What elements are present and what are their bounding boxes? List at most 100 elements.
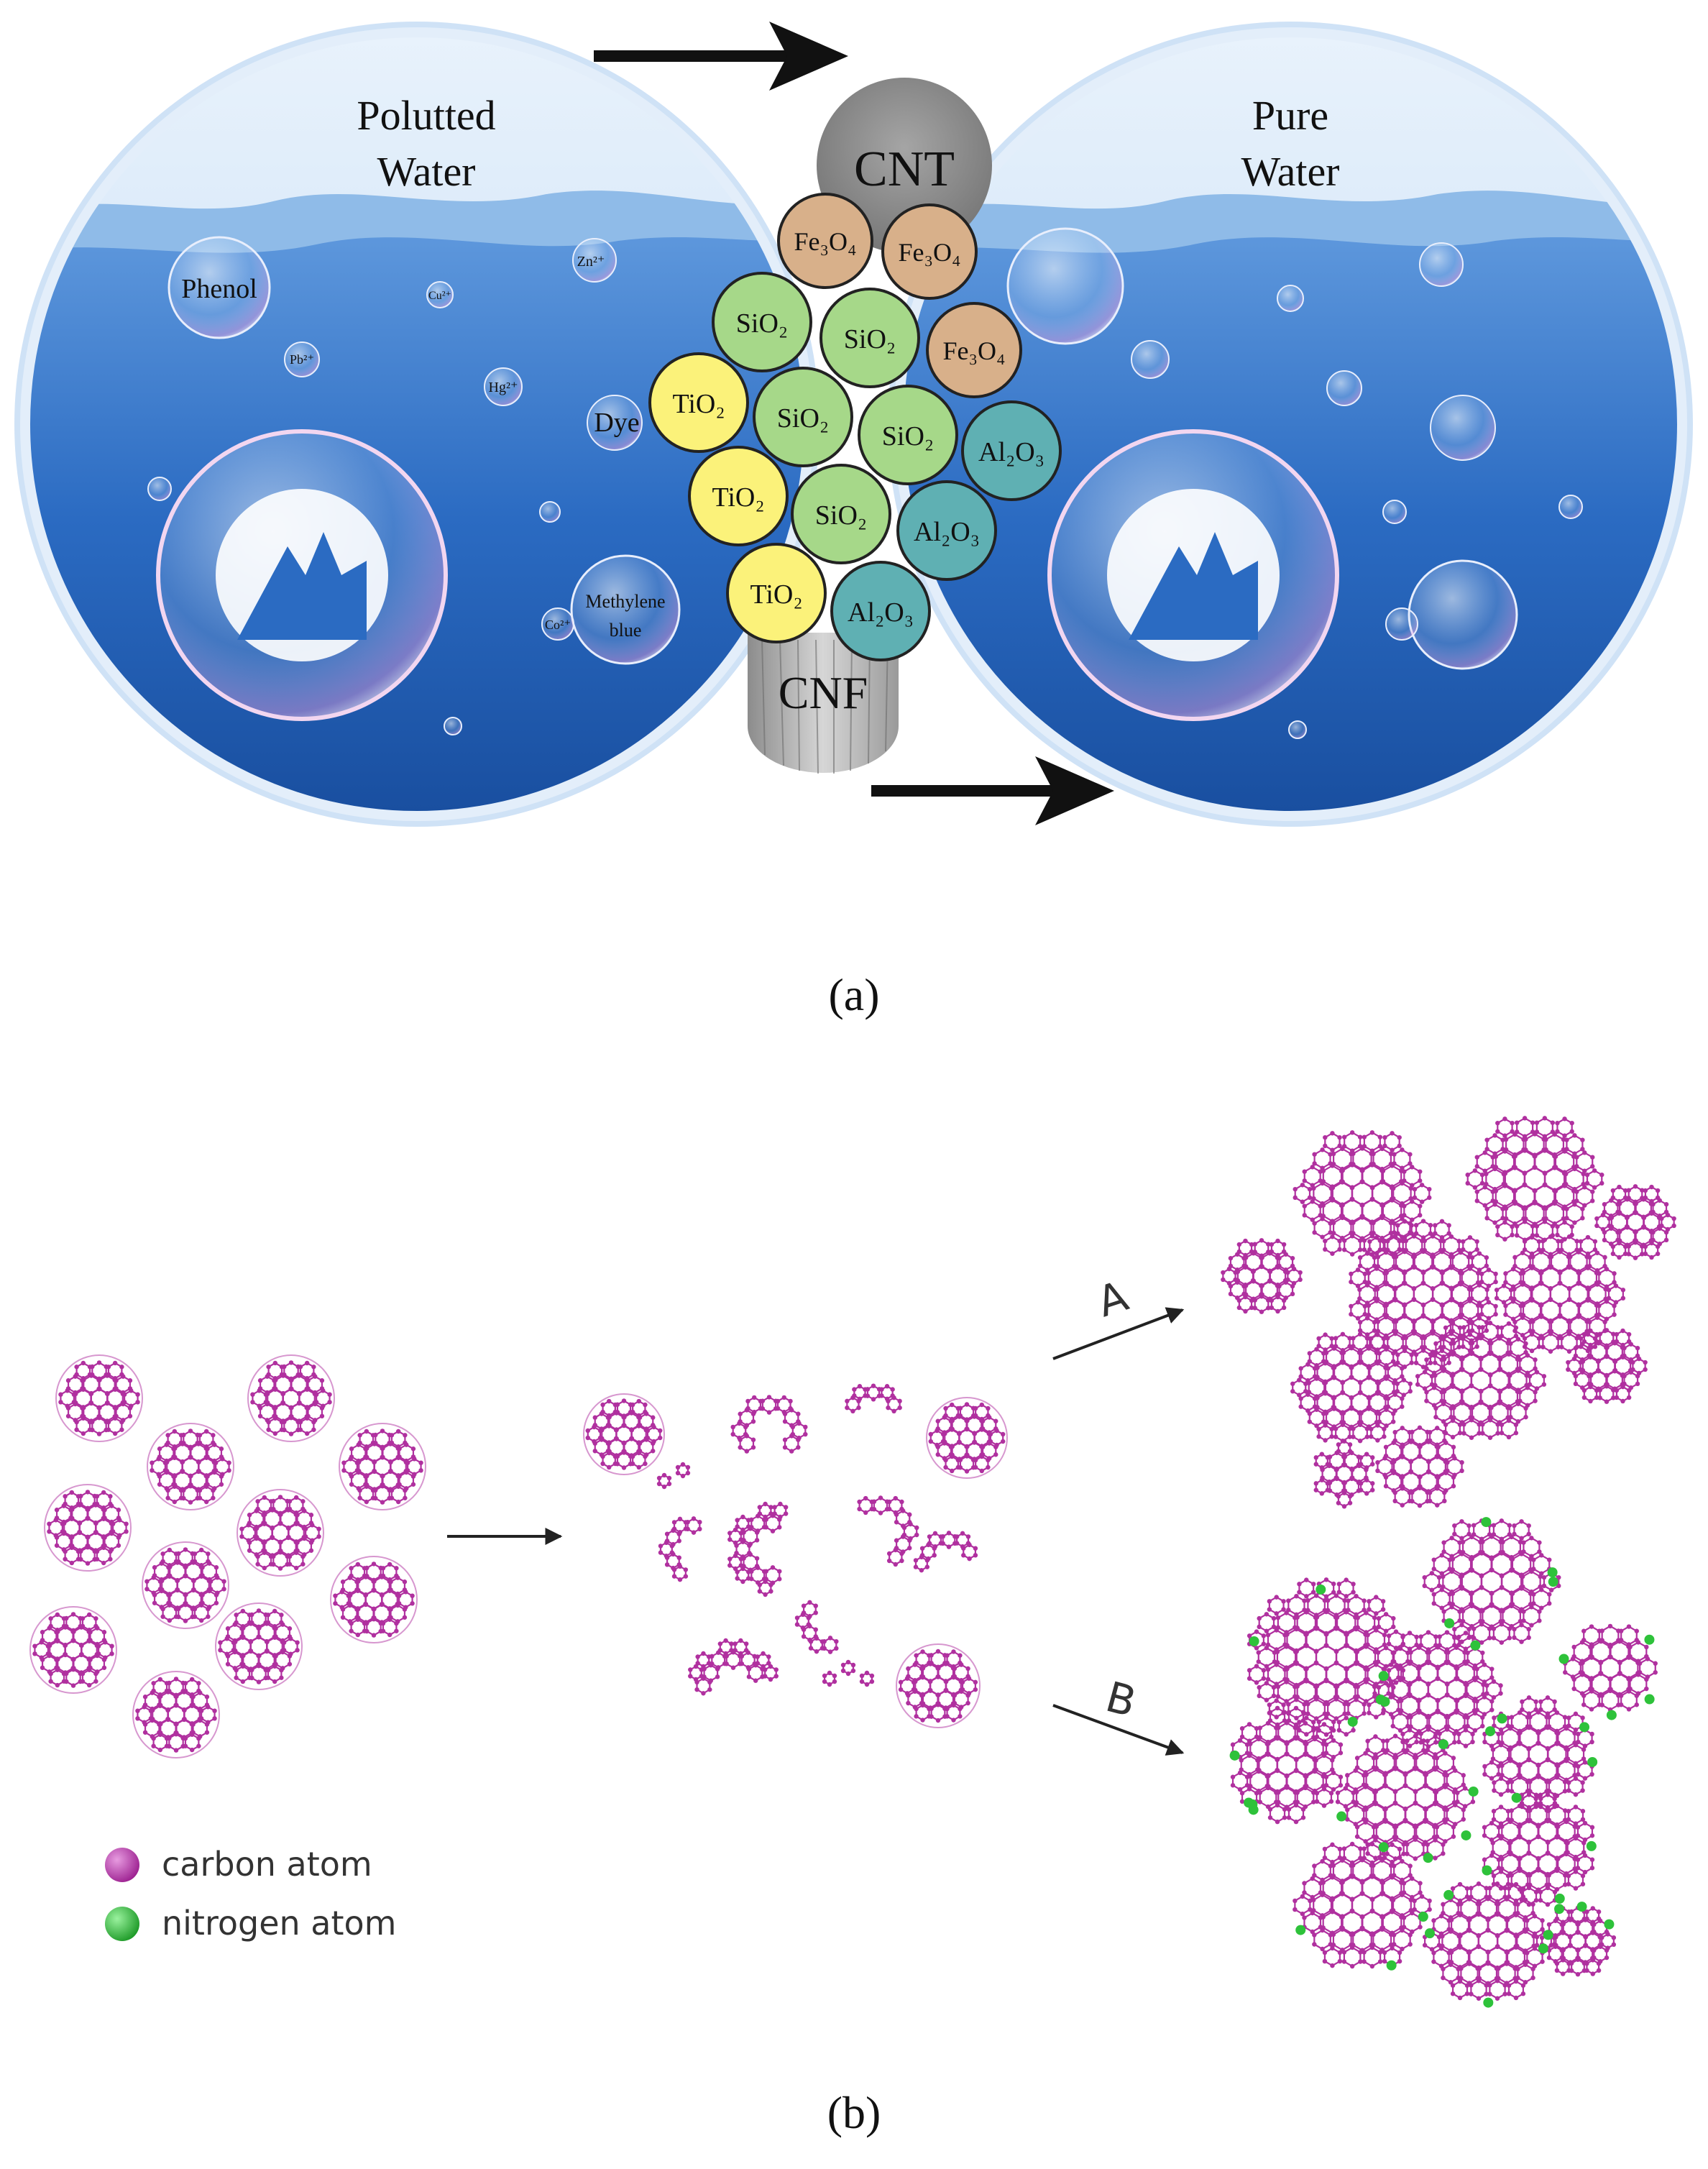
carbon-atom (1243, 1283, 1249, 1288)
carbon-atom (685, 1464, 691, 1470)
carbon-atom (1377, 1134, 1383, 1139)
carbon-atom (233, 1639, 238, 1645)
al2o3-particle: Al₂O₃ (830, 561, 931, 661)
carbon-atom (69, 1545, 75, 1550)
carbon-atom (1323, 1390, 1328, 1396)
carbon-atom (1460, 1539, 1466, 1545)
carbon-atom (172, 1429, 178, 1434)
carbon-atom (273, 1654, 278, 1659)
carbon-atom (1384, 1270, 1389, 1275)
carbon-atom (158, 1694, 163, 1699)
carbon-atom (105, 1391, 110, 1397)
carbon-atom (677, 1516, 683, 1522)
carbon-atom (1539, 1302, 1544, 1308)
carbon-atom (1390, 1147, 1395, 1152)
carbon-atom (986, 1406, 991, 1411)
carbon-atom (1657, 1226, 1662, 1231)
carbon-atom (232, 1622, 237, 1627)
carbon-atom (740, 1514, 745, 1520)
carbon-atom (1459, 1303, 1464, 1308)
carbon-atom (1541, 1239, 1546, 1244)
hex-ring (307, 1375, 323, 1394)
hex-ring (1325, 1408, 1343, 1428)
sio2-particle: SiO₂ (712, 272, 812, 372)
carbon-atom (735, 1518, 740, 1523)
carbon-atom (651, 1415, 656, 1420)
panel-a: Polutted Water Pure Water Phenol Zn²⁺ Cu… (14, 22, 1693, 1020)
carbon-atom (1526, 1531, 1531, 1537)
hex-ring (226, 1651, 243, 1669)
hex-ring (1437, 1441, 1455, 1462)
framework-patch (1293, 1130, 1432, 1257)
hex-ring (1598, 1267, 1615, 1288)
carbon-atom (1461, 1239, 1466, 1244)
carbon-atom (247, 1540, 252, 1545)
carbon-atom (840, 1668, 846, 1674)
carbon-atom (1622, 1244, 1628, 1249)
carbon-atom (1474, 1155, 1479, 1160)
carbon-atom (1340, 1331, 1346, 1336)
carbon-atom (1558, 1270, 1563, 1275)
carbon-atom (1349, 1279, 1354, 1285)
carbon-atom (341, 1468, 346, 1473)
carbon-atom (70, 1612, 76, 1617)
hex-ring (1394, 1427, 1410, 1446)
carbon-atom (614, 1436, 619, 1441)
carbon-atom (1489, 1556, 1494, 1562)
carbon-atom (943, 1406, 948, 1411)
hex-ring (55, 1532, 72, 1551)
carbon-atom (1331, 1365, 1337, 1370)
carbon-atom (1221, 1277, 1226, 1283)
carbon-atom (1548, 1265, 1553, 1270)
carbon-atom (1433, 1223, 1438, 1228)
carbon-atom (1521, 1540, 1526, 1545)
carbon-atom (1281, 1242, 1287, 1247)
carbon-atom (404, 1442, 409, 1447)
carbon-atom (1367, 1247, 1372, 1252)
carbon-atom (1426, 1459, 1431, 1464)
carbon-atom (1369, 1163, 1375, 1168)
carbon-atom (1364, 1434, 1370, 1439)
hex-ring (296, 1537, 313, 1556)
carbon-atom (782, 1411, 788, 1416)
carbon-atom (74, 1419, 79, 1425)
carbon-atom (1340, 1360, 1346, 1365)
carbon-atom (1302, 1169, 1307, 1174)
carbon-atom (1435, 1426, 1440, 1431)
carbon-atom (70, 1683, 76, 1688)
hex-ring (1385, 1441, 1402, 1462)
carbon-atom (310, 1523, 315, 1528)
carbon-atom (1610, 1251, 1616, 1257)
carbon-atom (70, 1667, 76, 1672)
carbon-atom (1451, 1406, 1456, 1411)
carbon-atom (1580, 1359, 1586, 1365)
hex-ring (1377, 1457, 1393, 1476)
carbon-atom (372, 1469, 377, 1475)
carbon-atom (181, 1495, 186, 1501)
hex-ring (178, 1549, 193, 1567)
carbon-atom (1351, 1220, 1356, 1225)
carbon-atom (1412, 1195, 1418, 1201)
carbon-atom (1283, 1280, 1288, 1285)
carbon-atom (622, 1415, 627, 1420)
carbon-atom (796, 1411, 801, 1416)
carbon-atom (1334, 1450, 1339, 1456)
carbon-atom (1594, 1216, 1599, 1221)
hex-ring (1494, 1185, 1515, 1208)
cage-fragment (822, 1659, 875, 1687)
carbon-atom (935, 1444, 940, 1449)
carbon-atom (1457, 1431, 1463, 1436)
carbon-atom (1360, 1203, 1365, 1208)
carbon-atom (697, 1519, 702, 1525)
carbon-atom (371, 1562, 377, 1567)
carbon-atom (1418, 1444, 1423, 1449)
carbon-atom (287, 1554, 293, 1559)
carbon-atom (1649, 1184, 1654, 1190)
carbon-atom (763, 1525, 768, 1530)
carbon-atom (151, 1575, 156, 1580)
carbon-atom (1298, 1366, 1303, 1371)
carbon-atom (763, 1501, 768, 1507)
carbon-atom (127, 1413, 133, 1418)
carbon-atom (940, 1541, 945, 1546)
carbon-atom (972, 1414, 977, 1419)
